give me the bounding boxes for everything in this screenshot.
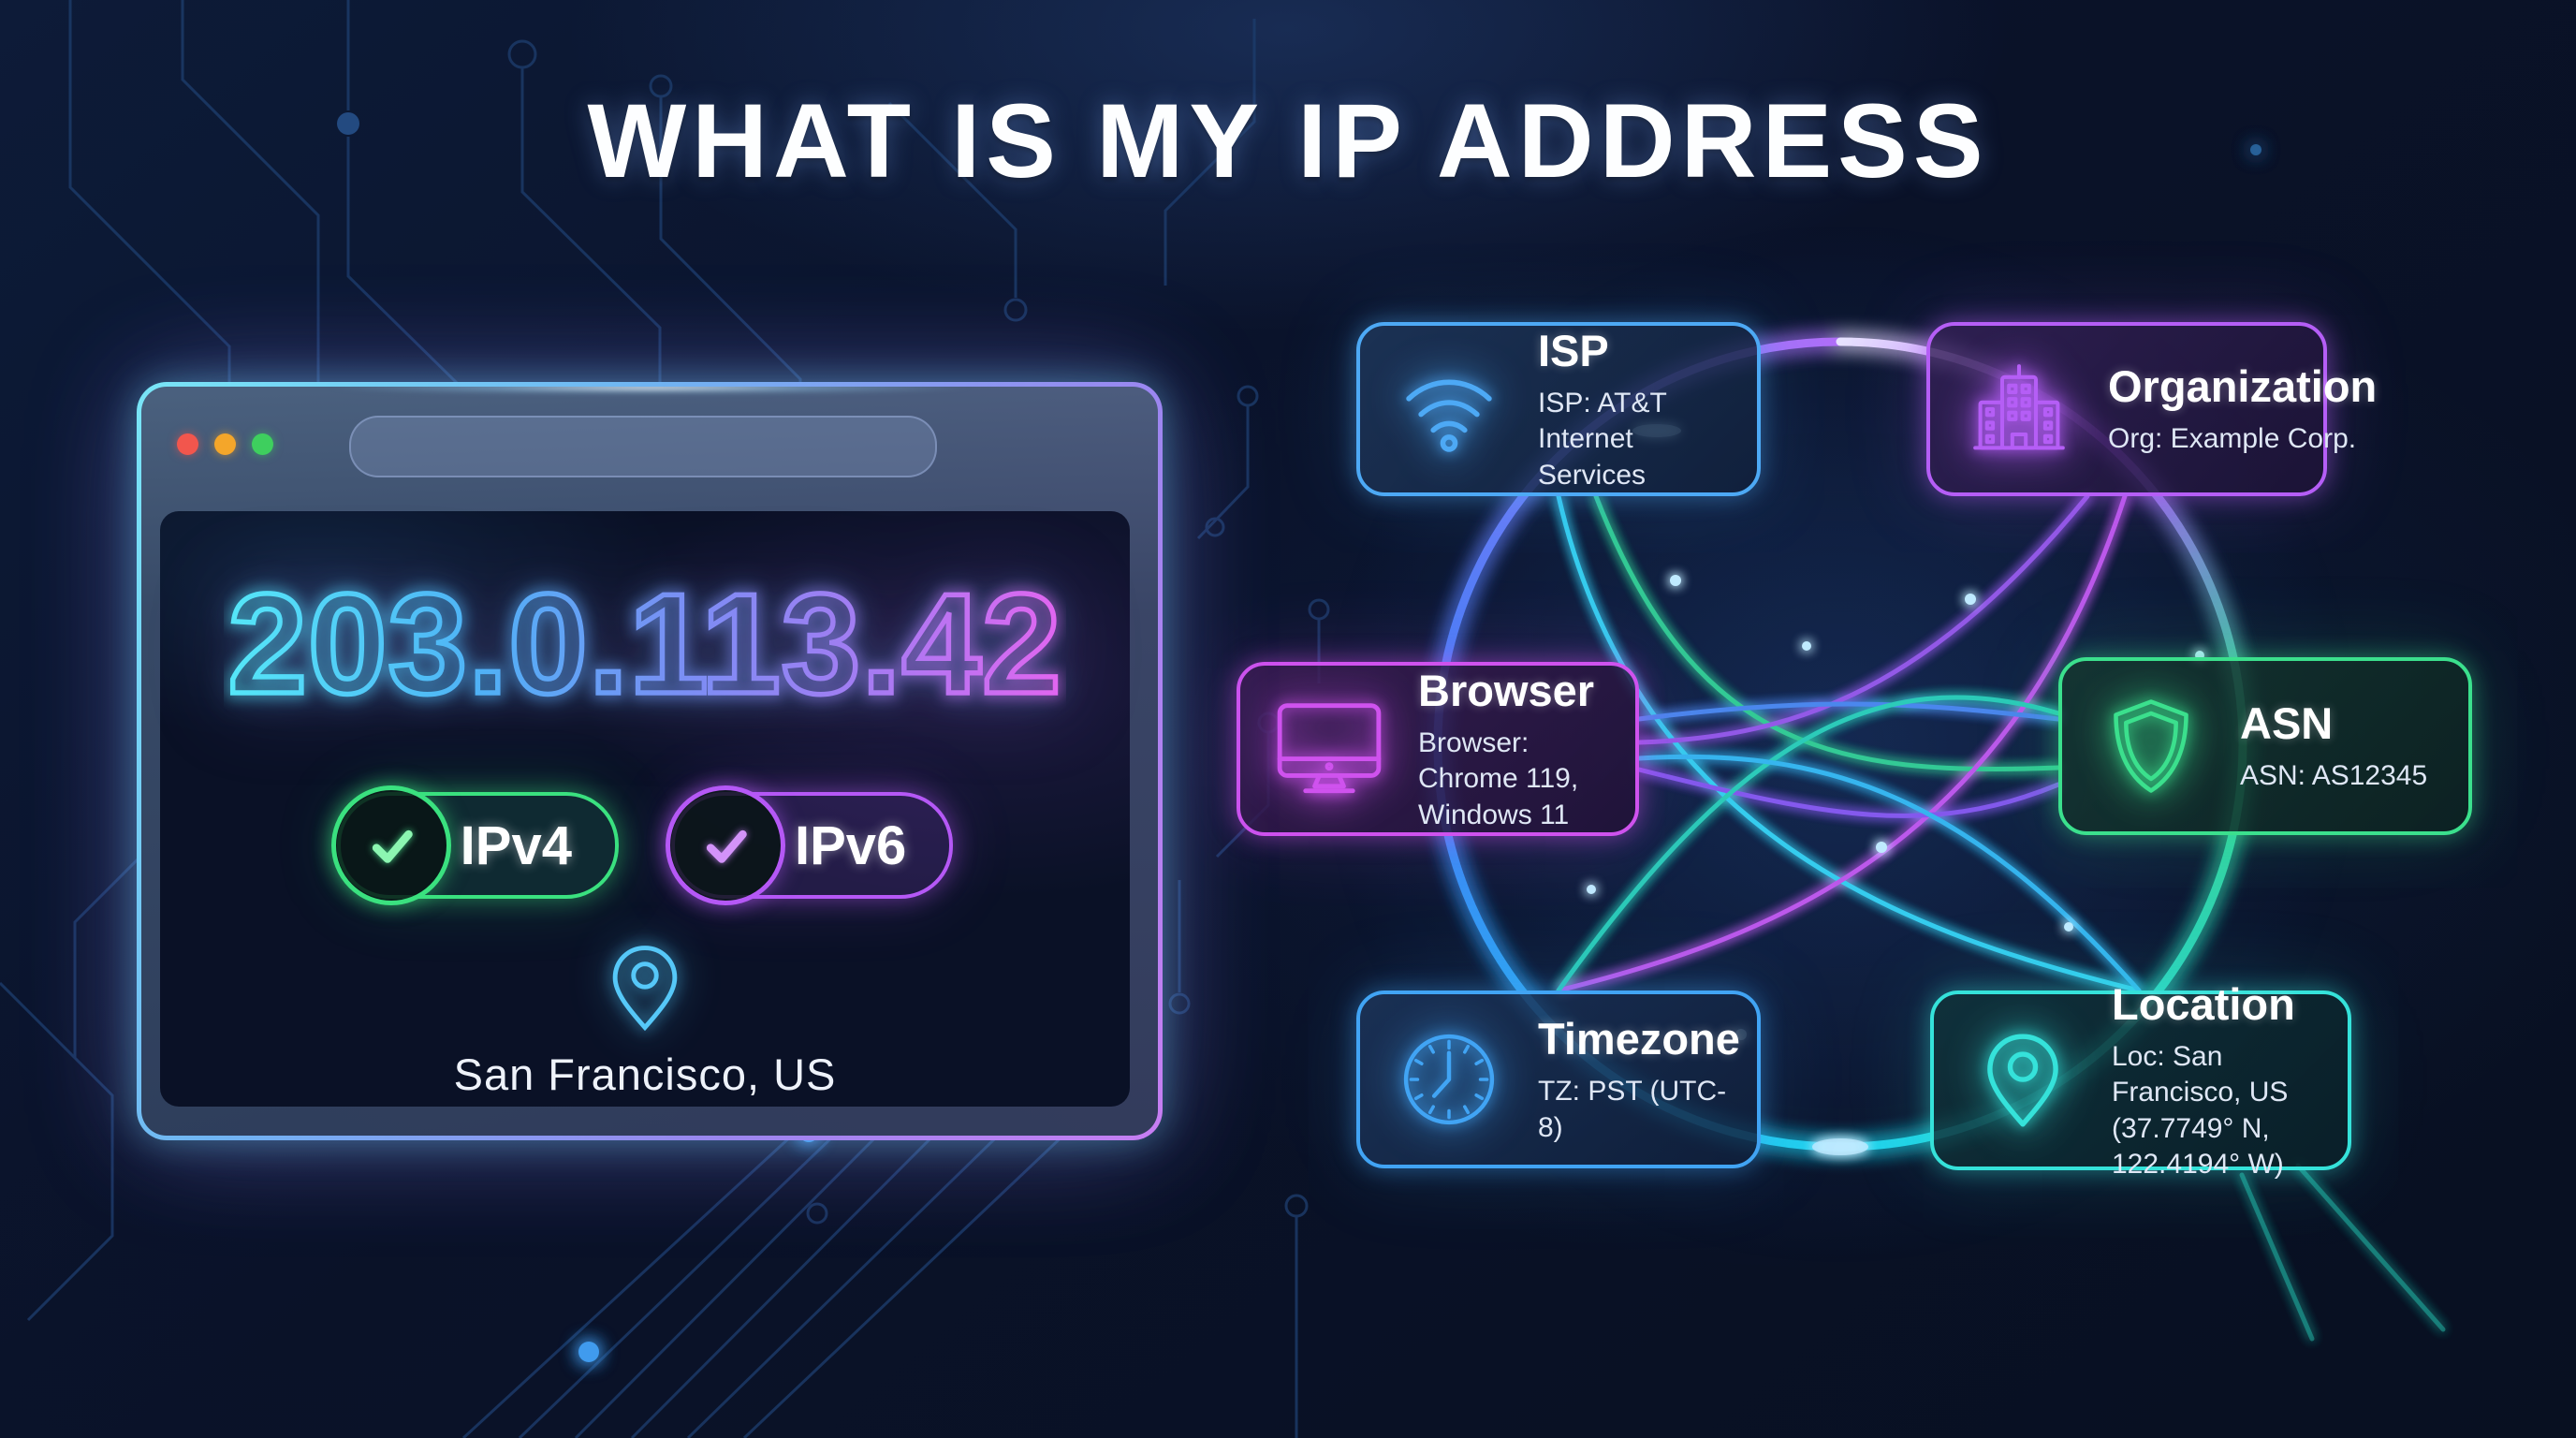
card-browser: Browser Browser: Chrome 119, Windows 11 [1237, 662, 1639, 836]
card-title: Organization [2108, 361, 2378, 412]
card-text: ISP ISP: AT&T Internet Services [1538, 325, 1725, 493]
wifi-icon [1392, 365, 1506, 453]
card-title: ISP [1538, 325, 1609, 375]
monitor-icon [1272, 698, 1386, 800]
svg-text:203.0.113.42: 203.0.113.42 [227, 565, 1061, 724]
check-icon [372, 829, 413, 863]
card-text: Browser Browser: Chrome 119, Windows 11 [1418, 665, 1603, 833]
card-location: Location Loc: San Francisco, US (37.7749… [1930, 979, 2351, 1180]
card-title: ASN [2240, 698, 2334, 749]
ipv4-label: IPv4 [460, 814, 572, 876]
card-text: ASN ASN: AS12345 [2240, 697, 2427, 794]
card-detail: Loc: San Francisco, US (37.7749° N, 122.… [2112, 1040, 2289, 1180]
card-title: Browser [1418, 665, 1595, 715]
ipv4-badge: IPv4 [330, 785, 619, 905]
card-timezone: Timezone TZ: PST (UTC-8) [1356, 990, 1761, 1168]
card-detail: ASN: AS12345 [2240, 760, 2428, 792]
page-title: WHAT IS MY IP ADDRESS [587, 82, 1989, 199]
ip-version-badges: IPv4 IPv6 [330, 785, 954, 905]
card-detail: Browser: Chrome 119, Windows 11 [1418, 726, 1579, 830]
browser-mockup-window: 203.0.113.42 203.0.113.42 IPv4 [137, 382, 1163, 1140]
clock-icon [1392, 1030, 1506, 1129]
browser-mockup-body: 203.0.113.42 203.0.113.42 IPv4 [141, 387, 1158, 1136]
card-text: Location Loc: San Francisco, US (37.7749… [2112, 978, 2316, 1183]
detected-location: San Francisco, US [453, 1049, 837, 1099]
ipv6-check-circle [666, 785, 785, 905]
location-pin-icon [612, 946, 678, 1032]
window-top-flare [324, 387, 975, 394]
card-title: Location [2112, 978, 2295, 1029]
check-icon [706, 829, 747, 863]
card-detail: Org: Example Corp. [2108, 423, 2357, 455]
ipv4-check-circle [330, 785, 451, 905]
traffic-lights [177, 433, 273, 455]
traffic-light-close [177, 433, 198, 455]
card-text: Timezone TZ: PST (UTC-8) [1538, 1013, 1740, 1146]
card-detail: TZ: PST (UTC-8) [1538, 1076, 1727, 1143]
card-text: Organization Org: Example Corp. [2108, 360, 2377, 457]
building-icon [1962, 359, 2076, 460]
card-organization: Organization Org: Example Corp. [1926, 322, 2377, 496]
traffic-light-zoom [252, 433, 273, 455]
traffic-light-minimize [214, 433, 236, 455]
shield-icon [2094, 695, 2208, 798]
url-bar [349, 416, 937, 477]
card-isp: ISP ISP: AT&T Internet Services [1356, 322, 1761, 496]
card-asn: ASN ASN: AS12345 [2058, 657, 2472, 835]
card-detail: ISP: AT&T Internet Services [1538, 387, 1667, 491]
card-title: Timezone [1538, 1014, 1740, 1064]
browser-viewport: 203.0.113.42 203.0.113.42 IPv4 [160, 511, 1130, 1107]
pin-icon [1966, 1030, 2080, 1131]
ipv6-badge: IPv6 [666, 785, 954, 905]
ipv6-label: IPv6 [795, 814, 907, 876]
ip-address-neon: 203.0.113.42 203.0.113.42 [224, 559, 1066, 729]
